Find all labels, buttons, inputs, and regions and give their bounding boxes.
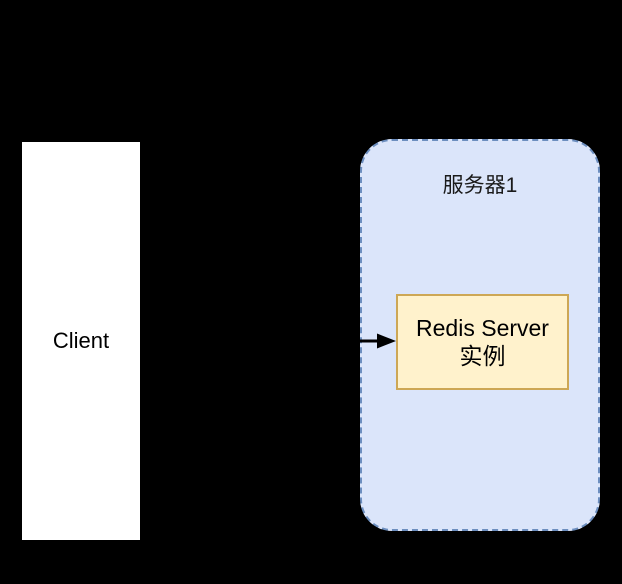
client-label: Client (52, 328, 110, 353)
redis-label-line1: Redis Server (416, 315, 549, 341)
redis-server-node: Redis Server 实例 (396, 294, 569, 390)
client-node: Client (22, 142, 140, 540)
server-group-node: 服务器1 Redis Server 实例 (360, 139, 600, 531)
redis-label-line2: 实例 (459, 343, 506, 369)
server-group-label: 服务器1 (442, 174, 518, 197)
